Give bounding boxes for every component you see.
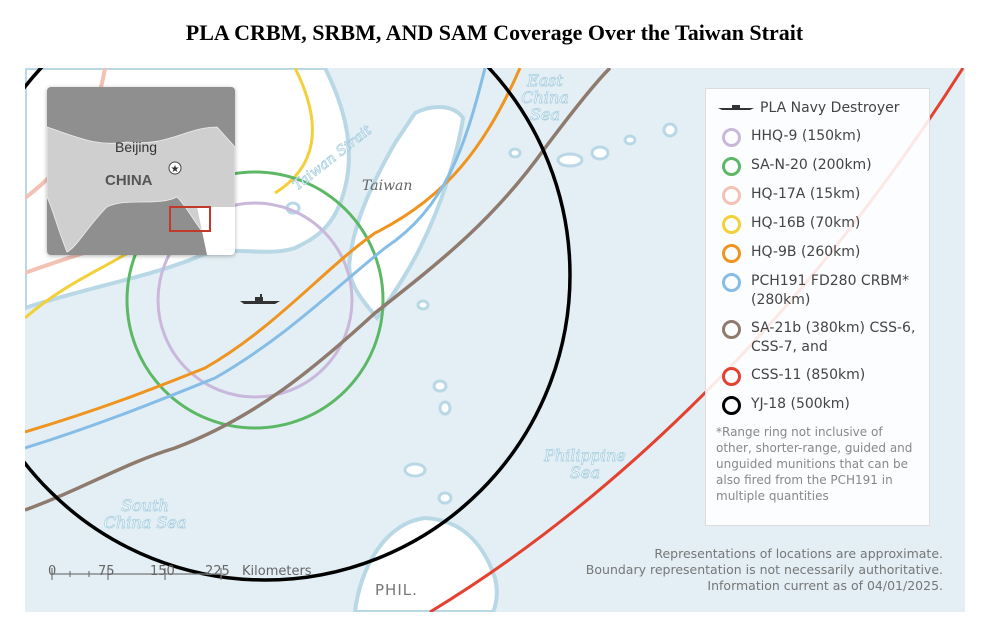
label-east-china-sea: East China Sea — [521, 71, 569, 124]
ring-swatch-icon — [722, 244, 741, 263]
scale-tick-label: 0 — [48, 564, 57, 579]
svg-text:★: ★ — [171, 164, 180, 175]
legend: PLA Navy Destroyer HHQ-9 (150km) SA-N-20 … — [705, 88, 930, 526]
label-taiwan: Taiwan — [362, 178, 413, 194]
scale-tick-label: 75 — [98, 564, 115, 579]
legend-item: PCH191 FD280 CRBM* (280km) — [716, 272, 919, 310]
disclaimer-line: Information current as of 04/01/2025. — [707, 578, 943, 593]
map-disclaimer: Representations of locations are approxi… — [586, 546, 943, 594]
legend-item: CSS-11 (850km) — [716, 366, 919, 386]
inset-label-china: CHINA — [105, 172, 153, 189]
philippines-land — [352, 515, 499, 612]
disclaimer-line: Boundary representation is not necessari… — [585, 562, 943, 577]
legend-label: HQ-16B (70km) — [751, 215, 861, 231]
inset-label-beijing: Beijing — [115, 139, 158, 155]
capital-star-icon — [168, 161, 182, 175]
legend-item: HQ-16B (70km) — [716, 214, 919, 234]
legend-label: PCH191 FD280 CRBM* (280km) — [751, 273, 910, 308]
label-philippine-sea: Philippine Sea — [544, 446, 626, 482]
legend-label: PLA Navy Destroyer — [760, 100, 900, 116]
legend-label: HHQ-9 (150km) — [751, 128, 862, 144]
ring-swatch-icon — [722, 157, 741, 176]
yj-18-ring — [25, 68, 572, 582]
locator-inset: ★ Beijing CHINA — [47, 87, 235, 255]
label-south-china-sea: South China Sea — [103, 496, 187, 532]
ring-swatch-icon — [722, 320, 741, 339]
legend-item: SA-21b (380km) CSS-6, CSS-7, and — [716, 319, 919, 357]
legend-item: YJ-18 (500km) — [716, 395, 919, 415]
ring-swatch-icon — [722, 186, 741, 205]
label-philippines: PHIL. — [375, 581, 418, 599]
islands — [285, 122, 678, 505]
legend-label: HQ-9B (260km) — [751, 244, 861, 260]
sa-21b-range — [25, 68, 612, 512]
destroyer-icon — [240, 294, 280, 304]
region-highlight-box — [169, 206, 211, 232]
scale-unit: Kilometers — [242, 564, 312, 579]
scale-bar — [51, 568, 222, 580]
scale-tick-label: 150 — [150, 564, 175, 579]
map-title: PLA CRBM, SRBM, AND SAM Coverage Over th… — [185, 20, 804, 45]
sa-n-20-ring — [125, 170, 385, 430]
scale-tick-label: 225 — [205, 564, 230, 579]
pch191-range — [25, 68, 487, 450]
ring-swatch-icon — [722, 367, 741, 386]
legend-item: HQ-9B (260km) — [716, 243, 919, 263]
ring-swatch-icon — [722, 128, 741, 147]
legend-footnote: *Range ring not inclusive of other, shor… — [716, 425, 913, 503]
ring-swatch-icon — [722, 215, 741, 234]
legend-label: HQ-17A (15km) — [751, 186, 861, 202]
legend-label: SA-21b (380km) CSS-6, CSS-7, and — [751, 320, 916, 355]
legend-item: HQ-17A (15km) — [716, 185, 919, 205]
legend-item: SA-N-20 (200km) — [716, 156, 919, 176]
legend-label: YJ-18 (500km) — [751, 396, 850, 412]
ring-swatch-icon — [722, 273, 741, 292]
destroyer-icon — [718, 105, 754, 110]
legend-label: CSS-11 (850km) — [751, 367, 866, 383]
legend-item: HHQ-9 (150km) — [716, 127, 919, 147]
legend-label: SA-N-20 (200km) — [751, 157, 872, 173]
ring-swatch-icon — [722, 396, 741, 415]
disclaimer-line: Representations of locations are approxi… — [654, 546, 943, 561]
legend-item-destroyer: PLA Navy Destroyer — [716, 99, 919, 118]
hhq-9-ring — [156, 201, 354, 399]
hq-9b-range — [25, 68, 522, 434]
